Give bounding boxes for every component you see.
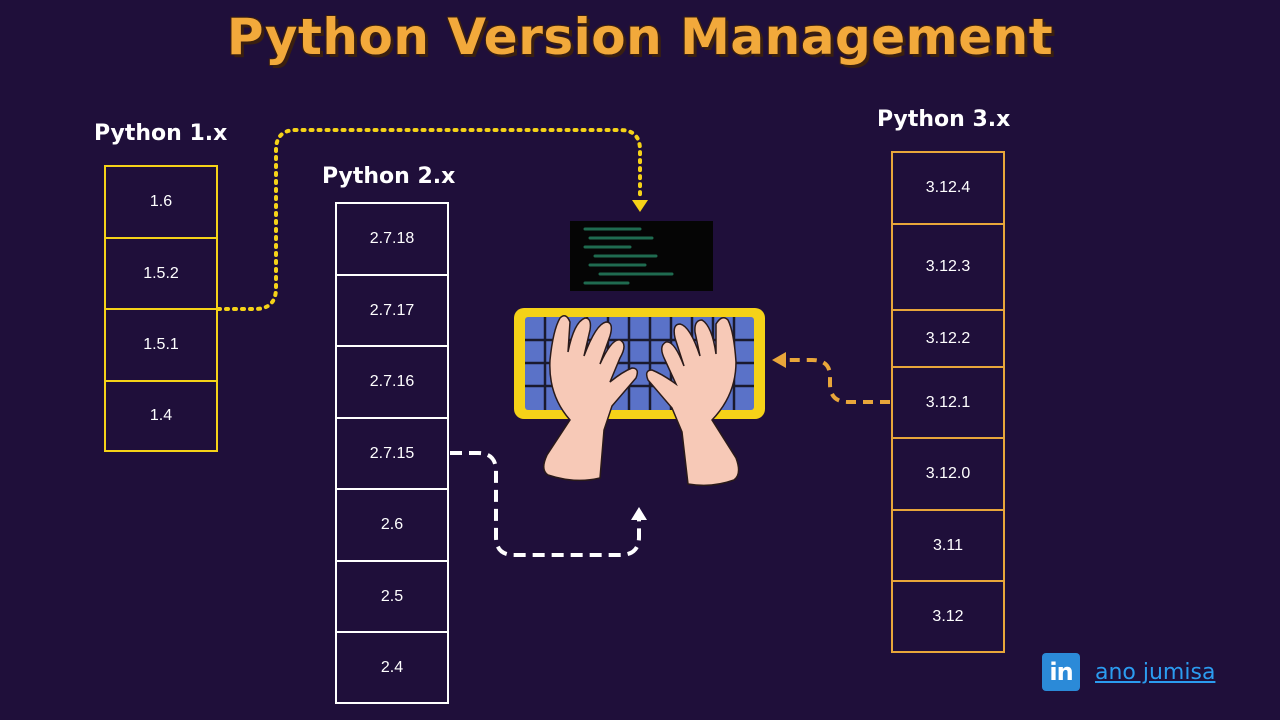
python3-stack: 3.12.4 3.12.3 3.12.2 3.12.1 3.12.0 3.11 …: [891, 151, 1005, 653]
terminal-icon: [570, 221, 713, 291]
python3-version: 3.12.2: [891, 309, 1005, 366]
python3-version: 3.12.3: [891, 223, 1005, 309]
python3-version: 3.12.4: [891, 151, 1005, 223]
linkedin-icon[interactable]: in: [1042, 653, 1080, 691]
python3-version: 3.12.0: [891, 437, 1005, 509]
python2-title: Python 2.x: [322, 164, 456, 189]
connector-python1-to-terminal: [216, 128, 648, 311]
python2-version: 2.4: [335, 631, 449, 704]
brand-name-link[interactable]: ano jumisa: [1095, 659, 1216, 685]
python3-version: 3.12.1: [891, 366, 1005, 437]
python3-version: 3.11: [891, 509, 1005, 580]
python3-version: 3.12: [891, 580, 1005, 653]
arrow-left-icon: [772, 352, 786, 368]
python1-title: Python 1.x: [94, 121, 228, 146]
python2-version: 2.7.18: [335, 202, 449, 274]
python1-stack: 1.6 1.5.2 1.5.1 1.4: [104, 165, 218, 452]
python1-version: 1.6: [104, 165, 218, 237]
arrow-down-icon: [632, 200, 648, 212]
python2-stack: 2.7.18 2.7.17 2.7.16 2.7.15 2.6 2.5 2.4: [335, 202, 449, 704]
page-title: Python Version Management: [226, 8, 1054, 66]
python2-version: 2.5: [335, 560, 449, 631]
python1-version: 1.5.1: [104, 308, 218, 380]
python2-version: 2.7.15: [335, 417, 449, 488]
python2-version: 2.7.16: [335, 345, 449, 417]
python2-version: 2.6: [335, 488, 449, 560]
python1-version: 1.5.2: [104, 237, 218, 308]
python3-title: Python 3.x: [877, 107, 1011, 132]
connector-python2-to-keyboard: [450, 451, 647, 557]
python1-version: 1.4: [104, 380, 218, 452]
brand: in ano jumisa: [1042, 653, 1215, 691]
arrow-up-icon: [631, 507, 647, 520]
python2-version: 2.7.17: [335, 274, 449, 345]
typing-hands-icon: [543, 315, 740, 487]
connector-python3-to-keyboard: [772, 352, 890, 404]
